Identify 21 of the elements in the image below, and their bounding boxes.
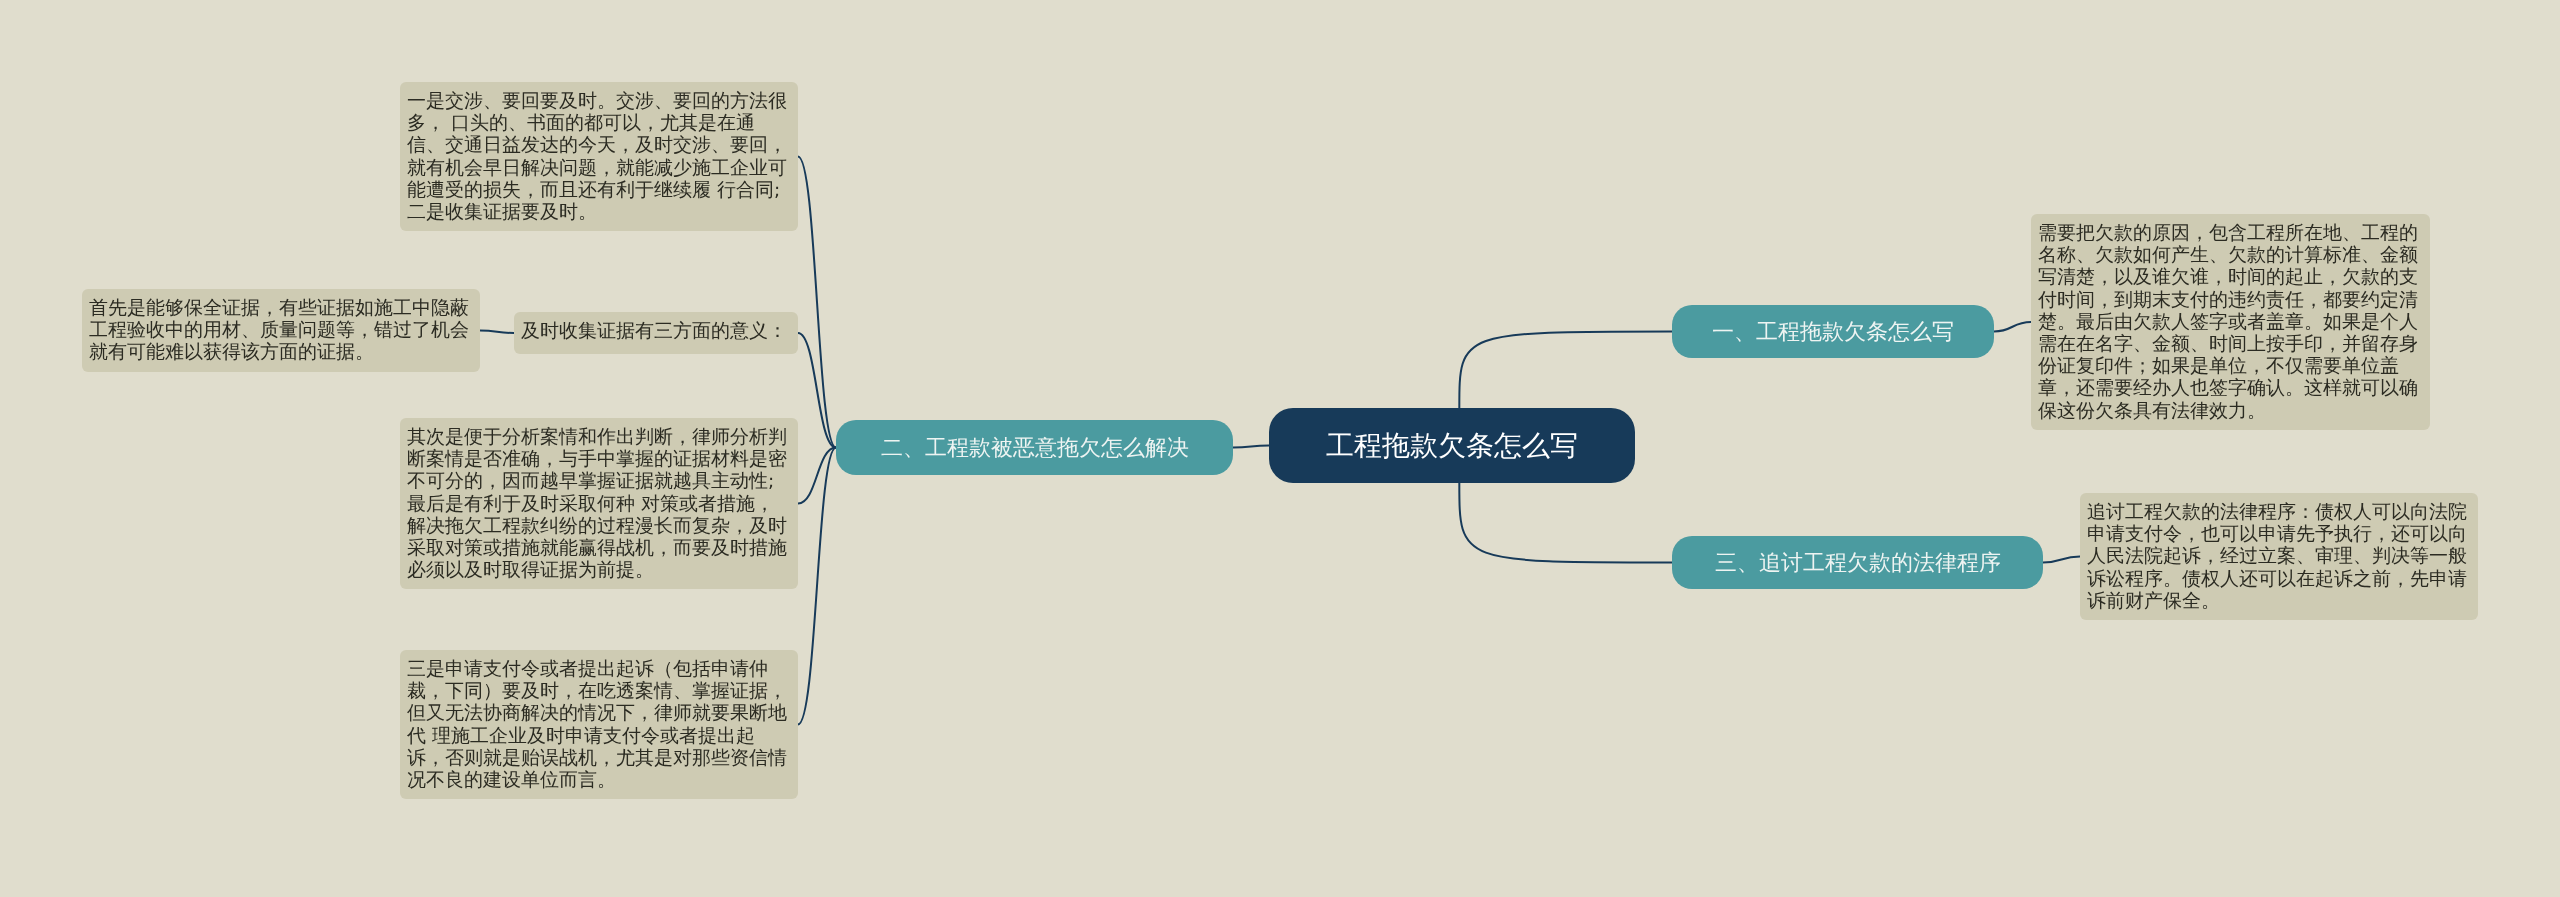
connector-line — [2042, 555, 2081, 564]
text-card: 追讨工程欠款的法律程序：债权人可以向法院申请支付令，也可以申请先予执行，还可以向人民法院起诉，经过立案、审理、判决等一般诉讼程序。债权人还可以在起诉之前，先申请诉前财产保全。 — [2080, 493, 2478, 620]
connector-line — [479, 329, 515, 334]
connector-line — [1232, 444, 1270, 449]
central-topic: 工程拖款欠条怎么写 — [1269, 408, 1635, 483]
text-card: 需要把欠款的原因，包含工程所在地、工程的名称、欠款如何产生、欠款的计算标准、金额写清楚，以及谁欠谁，时间的起止，欠款的支付时间，到期末支付的违约责任，都要约定清楚。最后由欠款人签字或者盖章。如果是个人需在在名字、金额、时间上按手印，并留存身份证复印件；如果是单位，不仅需要单位盖章，还需要经办人也签字确认。这样就可以确保这份欠条具有法律效力。 — [2031, 214, 2430, 430]
branch-topic: 二、工程款被恶意拖欠怎么解决 — [836, 420, 1233, 475]
connector-line — [797, 446, 837, 505]
text-card: 一是交涉、要回要及时。交涉、要回的方法很多， 口头的、书面的都可以，尤其是在通信、交通日益发达的今天，及时交涉、要回，就有机会早日解决问题，就能减少施工企业可能遭受的损失，而且还有利于继续履 行合同;二是收集证据要及时。 — [400, 82, 798, 232]
connector-line — [797, 155, 837, 449]
branch-topic: 三、追讨工程欠款的法律程序 — [1672, 536, 2043, 589]
connector-line — [1458, 330, 1673, 409]
connector-line — [797, 332, 837, 449]
branch-topic: 一、工程拖款欠条怎么写 — [1672, 305, 1994, 358]
connector-line — [1993, 321, 2032, 333]
text-card: 首先是能够保全证据，有些证据如施工中隐蔽工程验收中的用材、质量问题等，错过了机会就有可能难以获得该方面的证据。 — [82, 289, 480, 372]
connector-line — [797, 446, 837, 726]
text-card: 及时收集证据有三方面的意义： — [514, 312, 798, 354]
text-card: 三是申请支付令或者提出起诉（包括申请仲裁，下同）要及时，在吃透案情、掌握证据，但又无法协商解决的情况下，律师就要果断地代 理施工企业及时申请支付令或者提出起诉，否则就是贻误战机，尤其是对那些资信情况不良的建设单位而言。 — [400, 650, 798, 800]
connector-line — [1458, 482, 1673, 564]
text-card: 其次是便于分析案情和作出判断，律师分析判断案情是否准确，与手中掌握的证据材料是密不可分的，因而越早掌握证据就越具主动性;最后是有利于及时采取何种 对策或者措施，解决拖欠工程款纠纷的过程漫长而复杂，及时采取对策或措施就能赢得战机，而要及时措施必须以及时取得证据为前提。 — [400, 418, 798, 590]
